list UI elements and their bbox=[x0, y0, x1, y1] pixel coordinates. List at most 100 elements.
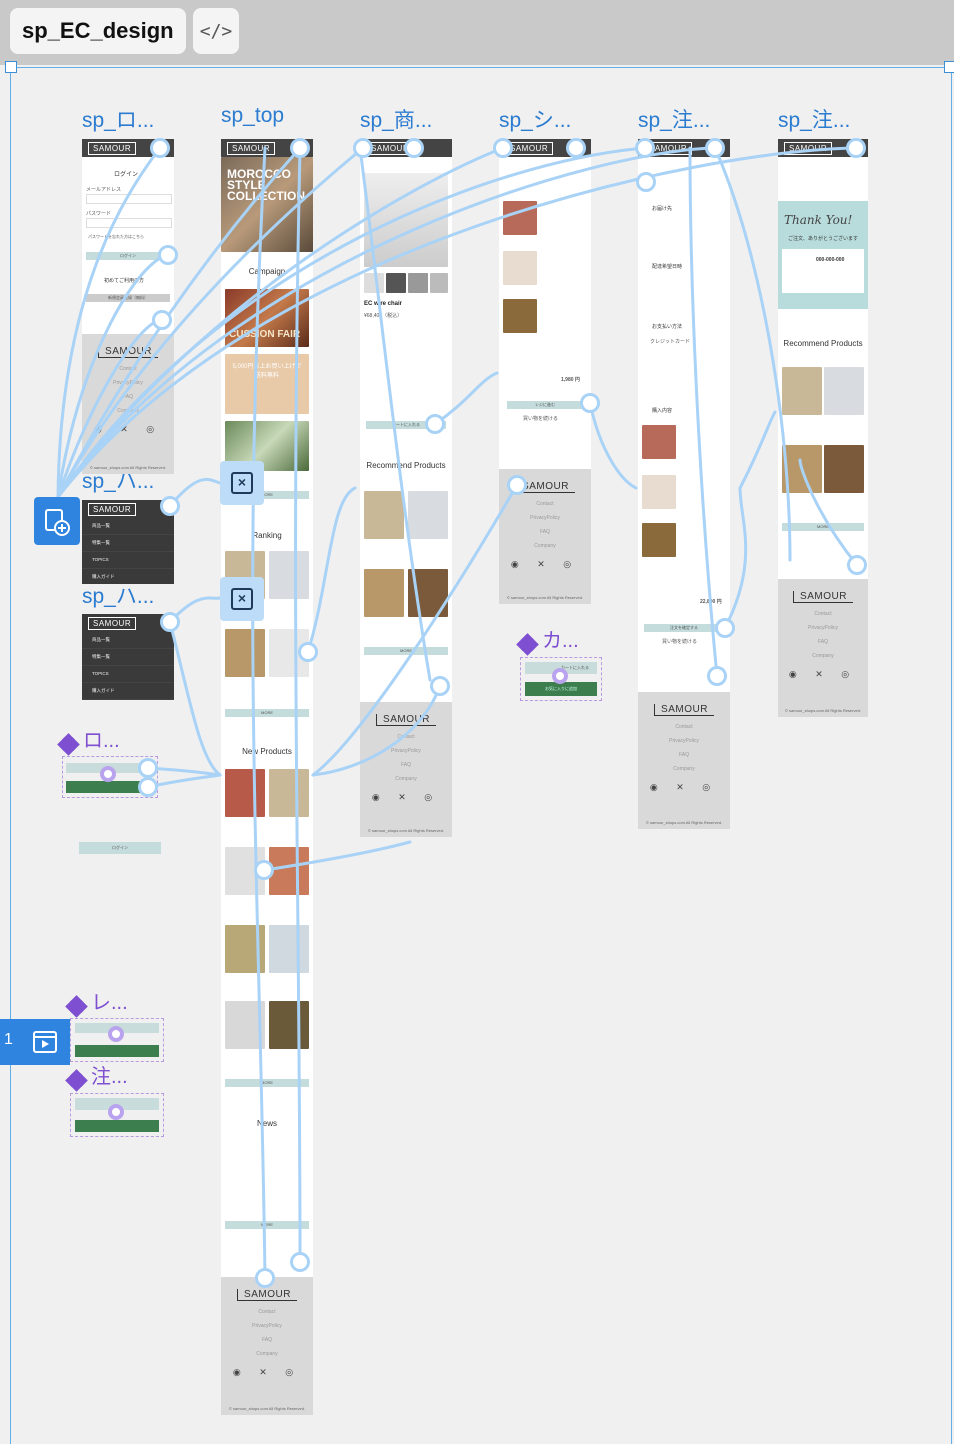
variant-handle[interactable] bbox=[108, 1026, 124, 1042]
close-overlay-action[interactable]: × bbox=[220, 461, 264, 505]
menu-item[interactable]: 特集一覧 bbox=[82, 535, 174, 552]
footer-link[interactable]: Company bbox=[256, 1351, 278, 1357]
footer-link[interactable]: FAQ bbox=[400, 762, 411, 768]
footer-link[interactable]: Contact bbox=[814, 611, 832, 617]
frame-label-order[interactable]: sp_注... bbox=[638, 109, 711, 132]
product-image[interactable] bbox=[269, 1001, 309, 1049]
footer-link[interactable]: FAQ bbox=[261, 1337, 272, 1343]
footer-link[interactable]: FAQ bbox=[817, 639, 828, 645]
footer-link[interactable]: Contact bbox=[258, 1309, 276, 1315]
connection-handle[interactable] bbox=[158, 245, 178, 265]
cart-item-image[interactable] bbox=[503, 201, 537, 235]
connection-handle[interactable] bbox=[404, 138, 424, 158]
connection-handle[interactable] bbox=[160, 612, 180, 632]
add-flow-start-button[interactable] bbox=[34, 497, 80, 545]
frame-order[interactable]: SAMOUR お届け先 配達希望日時 お支払い方法 クレジットカード 購入内容 … bbox=[638, 139, 730, 829]
product-image[interactable] bbox=[824, 367, 864, 415]
more-button[interactable]: MORE bbox=[225, 1079, 309, 1087]
selection-handle[interactable] bbox=[5, 61, 17, 73]
connection-handle[interactable] bbox=[255, 1268, 275, 1288]
footer-link[interactable]: Company bbox=[812, 653, 834, 659]
connection-handle[interactable] bbox=[847, 555, 867, 575]
footer-link[interactable]: Company bbox=[117, 408, 139, 414]
footer-link[interactable]: Company bbox=[534, 543, 556, 549]
frame-cart[interactable]: SAMOUR 1,980 円 レジに進む 買い物を続ける SAMOUR Cont… bbox=[499, 139, 591, 604]
connection-handle[interactable] bbox=[425, 414, 445, 434]
close-overlay-action[interactable]: × bbox=[220, 577, 264, 621]
connection-handle[interactable] bbox=[635, 138, 655, 158]
component-label-order[interactable]: 注... bbox=[70, 1060, 128, 1089]
frame-label-login[interactable]: sp_ロ... bbox=[82, 109, 155, 132]
frame-label-thanks[interactable]: sp_注... bbox=[778, 109, 851, 132]
menu-item[interactable]: 商品一覧 bbox=[82, 632, 174, 649]
product-image[interactable] bbox=[269, 769, 309, 817]
social-icons[interactable]: ◉ ✕ ◎ bbox=[232, 1367, 302, 1377]
footer-link[interactable]: PrivacyPolicy bbox=[113, 380, 143, 386]
connection-handle[interactable] bbox=[705, 138, 725, 158]
frame-top[interactable]: SAMOUR MOROCCO STYLE COLLECTION Campaign… bbox=[221, 139, 313, 1415]
connection-handle[interactable] bbox=[160, 496, 180, 516]
connection-handle[interactable] bbox=[290, 1252, 310, 1272]
social-icons[interactable]: ◉ ✕ ◎ bbox=[371, 792, 441, 802]
product-image[interactable] bbox=[225, 769, 265, 817]
connection-handle[interactable] bbox=[290, 138, 310, 158]
connection-handle[interactable] bbox=[636, 172, 656, 192]
footer-link[interactable]: PrivacyPolicy bbox=[391, 748, 421, 754]
footer-link[interactable]: Contact bbox=[397, 734, 415, 740]
frame-login[interactable]: SAMOUR ログイン メールアドレス パスワード パスワードを忘れた方はこちら… bbox=[82, 139, 174, 474]
frame-menu1[interactable]: SAMOUR 商品一覧 特集一覧 TOPICS 購入ガイド bbox=[82, 500, 174, 584]
file-name-tab[interactable]: sp_EC_design bbox=[10, 8, 186, 54]
confirm-order-button[interactable]: 注文を確定する bbox=[644, 624, 724, 632]
more-button[interactable]: MORE bbox=[782, 523, 864, 531]
footer-link[interactable]: PrivacyPolicy bbox=[808, 625, 838, 631]
frame-label-product[interactable]: sp_商... bbox=[360, 109, 433, 132]
connection-handle[interactable] bbox=[298, 642, 318, 662]
variant-handle[interactable] bbox=[100, 766, 116, 782]
component-label-login[interactable]: ロ... bbox=[62, 724, 120, 753]
forgot-link[interactable]: パスワードを忘れた方はこちら bbox=[88, 234, 144, 239]
connection-handle[interactable] bbox=[580, 393, 600, 413]
menu-item[interactable]: 購入ガイド bbox=[82, 569, 174, 584]
card-option[interactable]: クレジットカード bbox=[650, 339, 691, 345]
product-image[interactable] bbox=[225, 1001, 265, 1049]
cart-item-image[interactable] bbox=[503, 299, 537, 333]
footer-link[interactable]: FAQ bbox=[678, 752, 689, 758]
connection-handle[interactable] bbox=[493, 138, 513, 158]
footer-link[interactable]: FAQ bbox=[122, 394, 133, 400]
product-image[interactable] bbox=[269, 925, 309, 973]
continue-link[interactable]: 買い物を続ける bbox=[523, 416, 559, 422]
frame-label-top[interactable]: sp_top bbox=[221, 104, 285, 127]
connection-handle[interactable] bbox=[254, 860, 274, 880]
social-icons[interactable]: ◉ ✕ ◎ bbox=[649, 782, 719, 792]
product-image[interactable] bbox=[824, 445, 864, 493]
product-image[interactable] bbox=[225, 925, 265, 973]
more-button[interactable]: MORE bbox=[364, 647, 448, 655]
social-icons[interactable]: ◉ ✕ ◎ bbox=[788, 669, 858, 679]
password-field[interactable] bbox=[86, 218, 172, 228]
checkout-button[interactable]: レジに進む bbox=[507, 401, 583, 409]
product-image[interactable] bbox=[269, 847, 309, 895]
footer-link[interactable]: Contact bbox=[675, 724, 693, 730]
menu-item[interactable]: 商品一覧 bbox=[82, 518, 174, 535]
connection-handle[interactable] bbox=[715, 618, 735, 638]
thumb-image[interactable] bbox=[408, 273, 428, 293]
connection-handle[interactable] bbox=[138, 758, 158, 778]
footer-link[interactable]: Company bbox=[395, 776, 417, 782]
more-button[interactable]: MORE bbox=[225, 709, 309, 717]
footer-link[interactable]: PrivacyPolicy bbox=[530, 515, 560, 521]
footer-link[interactable]: Contact bbox=[119, 366, 137, 372]
connection-handle[interactable] bbox=[138, 777, 158, 797]
login-button-instance[interactable]: ログイン bbox=[79, 842, 161, 854]
register-button[interactable]: 新規会員登録（無料） bbox=[86, 294, 170, 302]
product-image[interactable] bbox=[782, 367, 822, 415]
frame-product[interactable]: SAMOUR EC wire chair ¥68,400（税込） カートに入れる… bbox=[360, 139, 452, 837]
main-product-image[interactable] bbox=[364, 173, 448, 267]
connection-handle[interactable] bbox=[707, 666, 727, 686]
connection-handle[interactable] bbox=[507, 475, 527, 495]
footer-link[interactable]: FAQ bbox=[539, 529, 550, 535]
product-image[interactable] bbox=[408, 569, 448, 617]
connection-handle[interactable] bbox=[566, 138, 586, 158]
product-image[interactable] bbox=[364, 569, 404, 617]
continue-link[interactable]: 買い物を続ける bbox=[662, 639, 698, 645]
connection-handle[interactable] bbox=[152, 310, 172, 330]
